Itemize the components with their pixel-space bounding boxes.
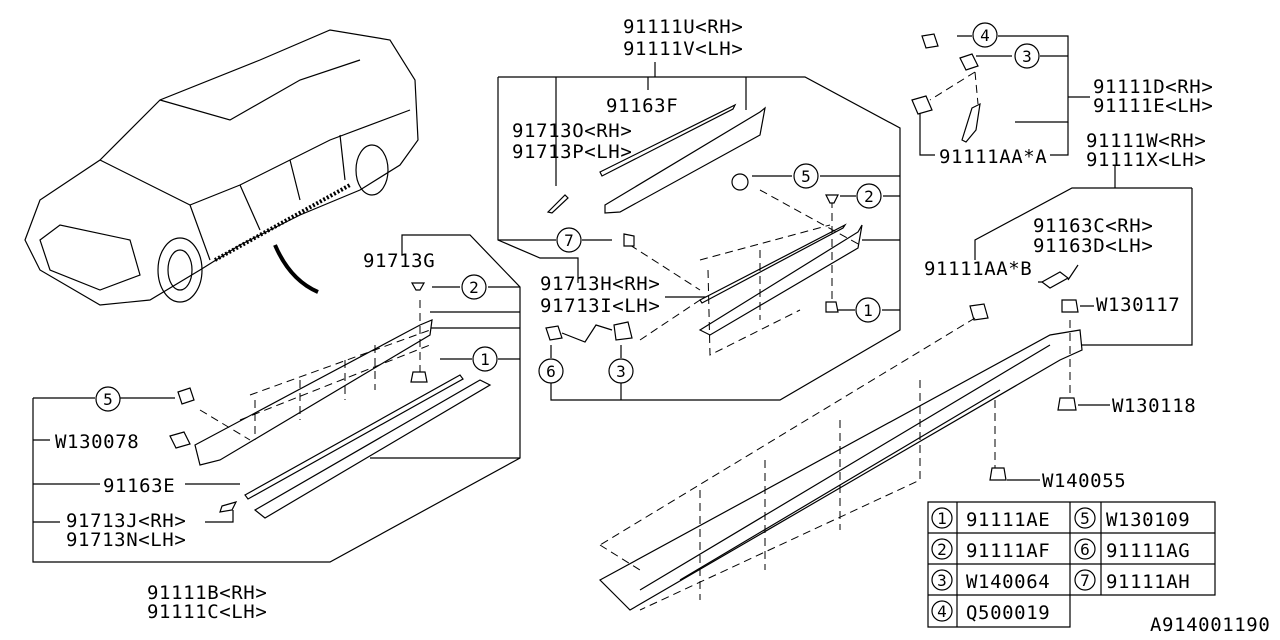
svg-text:7: 7: [1080, 571, 1090, 590]
callout-6: 6: [538, 358, 564, 384]
legend-table: 1 91111AE 2 91111AF 3 W140064 4 Q500019 5 W13…: [927, 501, 1216, 628]
legend-row-3: 3 W140064: [931, 569, 1050, 593]
svg-text:Q500019: Q500019: [966, 602, 1050, 624]
svg-text:91111AF: 91111AF: [966, 540, 1050, 562]
svg-text:W140064: W140064: [966, 571, 1050, 593]
svg-text:2: 2: [469, 278, 479, 297]
svg-text:5: 5: [103, 390, 113, 409]
svg-text:91111AH: 91111AH: [1106, 571, 1190, 593]
label-91713I: 91713I<LH>: [540, 295, 660, 317]
part-labels: 91111U<RH> 91111V<LH> 91163F 91713O<RH> …: [55, 16, 1270, 636]
center-molding-group: [497, 62, 901, 401]
svg-text:1: 1: [863, 301, 873, 320]
svg-text:91111AE: 91111AE: [966, 509, 1050, 531]
svg-text:5: 5: [1080, 509, 1090, 528]
legend-row-2: 2 91111AF: [931, 538, 1050, 562]
label-91163E: 91163E: [103, 475, 175, 497]
label-91111AA-A: 91111AA*A: [939, 146, 1047, 168]
label-91111X: 91111X<LH>: [1086, 149, 1206, 171]
label-91111V: 91111V<LH>: [623, 38, 743, 60]
label-91713O: 91713O<RH>: [512, 120, 632, 142]
label-91163F: 91163F: [606, 95, 678, 117]
label-91163D: 91163D<LH>: [1033, 235, 1153, 257]
label-91111U: 91111U<RH>: [623, 16, 743, 38]
svg-text:3: 3: [1022, 47, 1032, 66]
legend-row-7: 7 91111AH: [1074, 569, 1190, 593]
callout-4: 4: [972, 22, 998, 48]
diagram-id: A914001190: [1150, 614, 1270, 636]
callout-1: 1: [472, 346, 498, 372]
label-W130118: W130118: [1112, 395, 1196, 417]
label-91713N: 91713N<LH>: [66, 529, 186, 551]
svg-text:1: 1: [937, 509, 947, 528]
label-91713J: 91713J<RH>: [66, 510, 186, 532]
label-W130078: W130078: [55, 431, 139, 453]
label-91713P: 91713P<LH>: [512, 141, 632, 163]
label-91111B: 91111B<RH>: [147, 582, 267, 604]
right-molding-group: [599, 166, 1193, 611]
label-W140055: W140055: [1042, 470, 1126, 492]
legend-row-1: 1 91111AE: [931, 507, 1050, 531]
svg-text:3: 3: [616, 362, 626, 381]
callout-3: 3: [1014, 43, 1040, 69]
svg-text:2: 2: [864, 187, 874, 206]
label-91111D: 91111D<RH>: [1093, 76, 1213, 98]
legend-row-5: 5 W130109: [1074, 507, 1190, 531]
svg-text:91111AG: 91111AG: [1106, 540, 1190, 562]
callout-5: 5: [793, 163, 819, 189]
callout-5: 5: [95, 386, 121, 412]
svg-text:6: 6: [546, 362, 556, 381]
label-91163C: 91163C<RH>: [1033, 215, 1153, 237]
callout-7: 7: [556, 227, 582, 253]
label-91111C: 91111C<LH>: [147, 601, 267, 623]
label-91111W: 91111W<RH>: [1086, 130, 1206, 152]
vehicle-illustration: [24, 29, 419, 306]
callout-2: 2: [461, 274, 487, 300]
svg-text:3: 3: [937, 571, 947, 590]
label-91111E: 91111E<LH>: [1093, 95, 1213, 117]
svg-text:5: 5: [801, 167, 811, 186]
legend-row-6: 6 91111AG: [1074, 538, 1190, 562]
label-W130117: W130117: [1096, 294, 1180, 316]
callout-3: 3: [608, 358, 634, 384]
legend-row-4: 4 Q500019: [931, 600, 1050, 624]
label-91713H: 91713H<RH>: [540, 273, 660, 295]
upper-right-group: [911, 33, 1090, 156]
left-molding-group: [32, 234, 521, 563]
label-91713G: 91713G: [363, 250, 435, 272]
callout-2: 2: [856, 183, 882, 209]
svg-text:4: 4: [937, 602, 947, 621]
svg-text:1: 1: [480, 350, 490, 369]
svg-text:W130109: W130109: [1106, 509, 1190, 531]
callouts: 4 3 5 2 7 1 6 3 2 1 5: [95, 22, 1040, 412]
label-91111AA-B: 91111AA*B: [924, 258, 1032, 280]
svg-text:6: 6: [1080, 540, 1090, 559]
callout-1: 1: [855, 297, 881, 323]
svg-text:4: 4: [980, 26, 990, 45]
svg-text:7: 7: [564, 231, 574, 250]
svg-text:2: 2: [937, 540, 947, 559]
